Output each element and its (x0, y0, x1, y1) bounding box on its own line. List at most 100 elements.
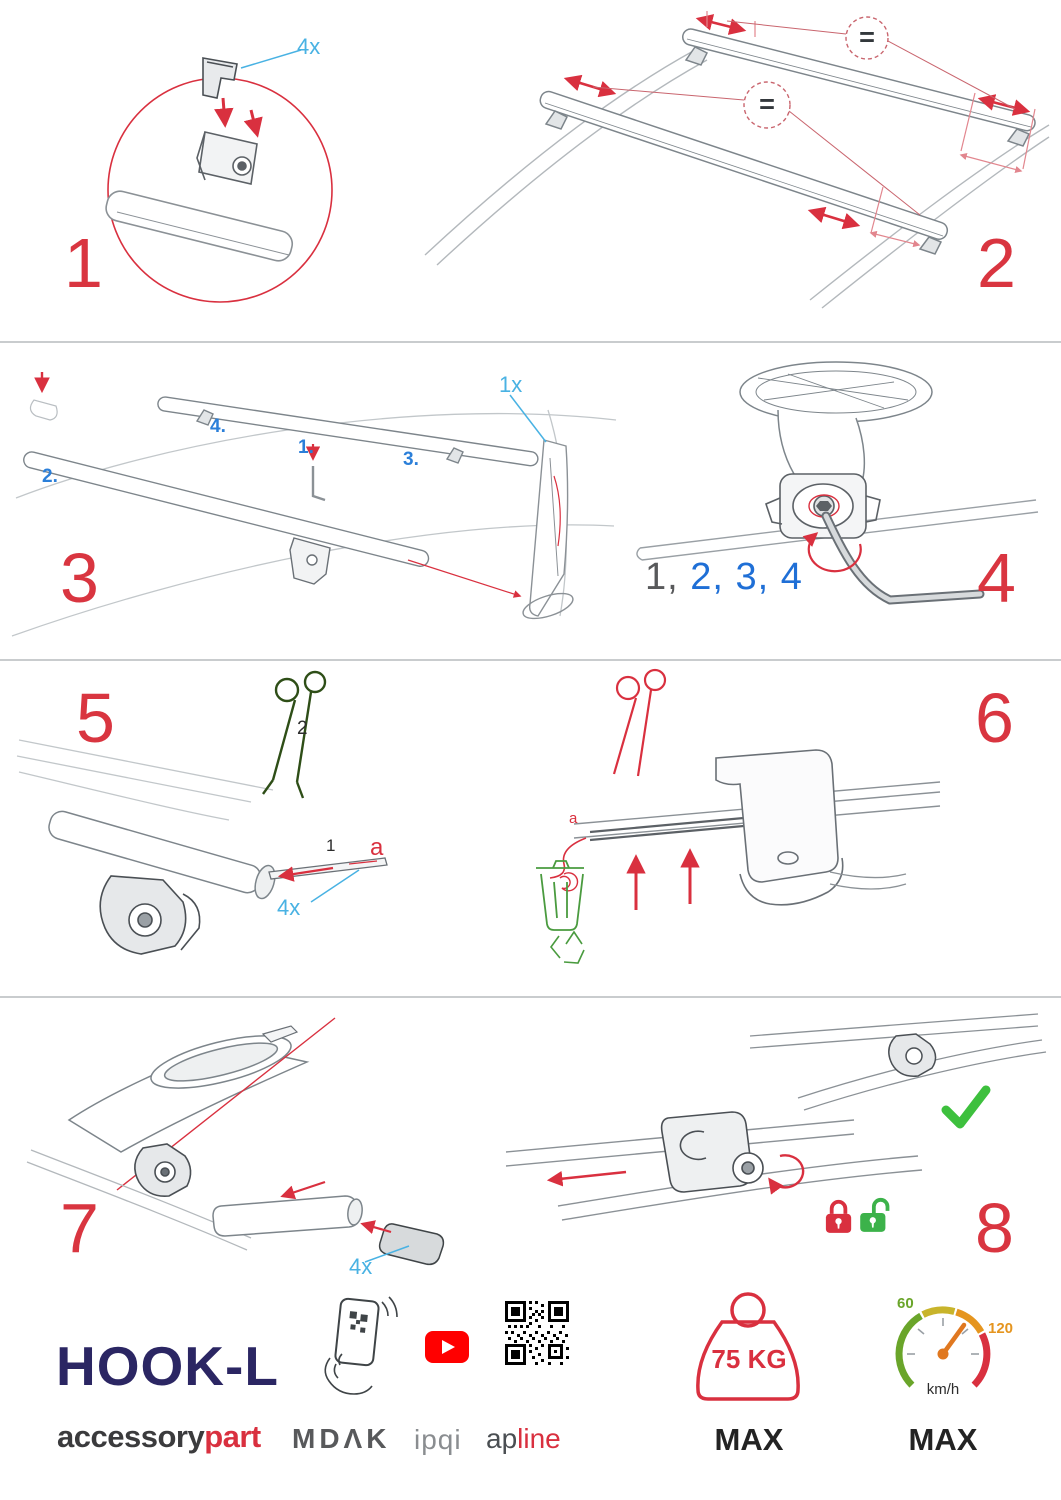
lock-closed-icon (825, 1199, 852, 1233)
insert-arrow (277, 866, 334, 882)
recycle-icon (549, 930, 585, 964)
lock-arrows (546, 1154, 805, 1195)
clamp-body (765, 473, 881, 539)
roof-rails (424, 49, 1050, 309)
weight-value: 75 KG (711, 1344, 787, 1374)
bar-cross-section (739, 361, 933, 423)
step-4-diagram (636, 361, 1039, 605)
speedometer-icon (895, 1306, 991, 1388)
step-3-number: 3 (60, 539, 99, 617)
step-4-number: 4 (977, 539, 1016, 617)
mini-clamp (888, 1033, 937, 1077)
step-5-number: 5 (76, 679, 115, 757)
product-name: HOOK-L (56, 1335, 279, 1397)
slide-arrows (563, 14, 1031, 230)
divider-1 (0, 341, 1061, 343)
clamp-foot (99, 875, 201, 955)
callout-line (509, 394, 547, 443)
step-1-qty-label: 4x (297, 34, 321, 59)
equal-circles (743, 16, 889, 129)
pointer-line (407, 559, 522, 598)
step-6-dim-label: a (569, 810, 578, 827)
strap-line (553, 475, 561, 547)
support-cone (522, 439, 574, 620)
step-3-label-1: 1. (298, 437, 314, 458)
speed-peak-label: 120 (988, 1320, 1014, 1337)
step-5-dim-label: a (370, 834, 384, 861)
step-3-label-2: 2. (42, 466, 58, 487)
scissors-icon (612, 668, 667, 777)
offcut-curl (549, 837, 587, 879)
end-cap (378, 1223, 445, 1266)
step-2-equal-sign-a: = (859, 22, 875, 52)
sequence-blue: 2, 3, 4 (690, 556, 803, 598)
step-2-equal-sign-b: = (759, 89, 775, 119)
speed-max-label: MAX (908, 1422, 978, 1457)
logo-mdak: MDΛK (292, 1423, 391, 1454)
ghost-foot (29, 399, 58, 421)
step-4-sequence: 1, 2, 3, 4 (645, 556, 803, 599)
step-3-label-3: 3. (403, 449, 419, 470)
dimension-lines (706, 11, 1036, 248)
qr-code-icon (505, 1301, 569, 1365)
sequence-gray: 1, (645, 556, 691, 598)
weight-max-icon (696, 1292, 800, 1401)
push-up-arrows (626, 848, 700, 910)
logo-apline-part2: line (517, 1423, 561, 1454)
step-7-diagram (26, 1017, 445, 1266)
lower-bar (829, 871, 907, 890)
main-clamp (660, 1111, 764, 1193)
step-2-number: 2 (977, 224, 1016, 302)
step-7-qty-label: 4x (349, 1254, 373, 1279)
rail-clamp (134, 1143, 192, 1198)
trash-bin-icon (536, 860, 584, 931)
speed-unit-label: km/h (926, 1381, 960, 1398)
clamp-tower (196, 131, 258, 185)
allen-key (821, 511, 985, 605)
callout-line (310, 869, 360, 903)
step-8-diagram (505, 1013, 1047, 1221)
youtube-icon (425, 1331, 469, 1363)
dim-line (348, 860, 378, 865)
roof-edge (16, 739, 274, 821)
foot-bracket (715, 749, 844, 906)
step-5-strip-label: 1 (326, 836, 336, 855)
allen-key-small (311, 466, 326, 502)
offcut-coil (559, 872, 579, 892)
divider-2 (0, 659, 1061, 661)
crossbar-rear (682, 28, 1036, 147)
equal-leaders (592, 20, 1016, 216)
logo-apline: apline (486, 1423, 561, 1455)
step-1-diagram (105, 49, 333, 303)
scissors-icon (262, 670, 327, 799)
step-6-number: 6 (975, 679, 1014, 757)
weight-max-label: MAX (714, 1422, 784, 1457)
step-5-cut-label: 2 (297, 718, 308, 739)
logo-apline-part1: ap (486, 1423, 518, 1454)
bar-end (212, 1195, 363, 1237)
brand-logo: accessorypart (57, 1419, 261, 1455)
callout-line (240, 49, 302, 69)
divider-3 (0, 996, 1061, 998)
step-3-qty-label: 1x (499, 372, 523, 397)
lock-open-icon (860, 1197, 890, 1232)
bracket-part (202, 57, 238, 99)
step-5-diagram (16, 670, 388, 955)
logo-ipqi: ipqi (414, 1424, 462, 1455)
rotate-arrow (802, 532, 862, 573)
brand-name-part1: accessory (57, 1419, 205, 1454)
step-3-label-4: 4. (210, 416, 226, 437)
step-7-number: 7 (60, 1189, 99, 1267)
step-1-number: 1 (64, 224, 103, 302)
callout-line (364, 1245, 410, 1263)
step-2-diagram (424, 11, 1050, 309)
bar-opening (67, 1035, 310, 1153)
crossbar-front (23, 451, 430, 568)
fit-arrows (280, 1180, 392, 1235)
speed-min-label: 60 (897, 1295, 914, 1312)
step-6-diagram (536, 668, 941, 964)
step-5-qty-label: 4x (277, 895, 301, 920)
step-8-number: 8 (975, 1189, 1014, 1267)
strip-piece (261, 1025, 299, 1043)
